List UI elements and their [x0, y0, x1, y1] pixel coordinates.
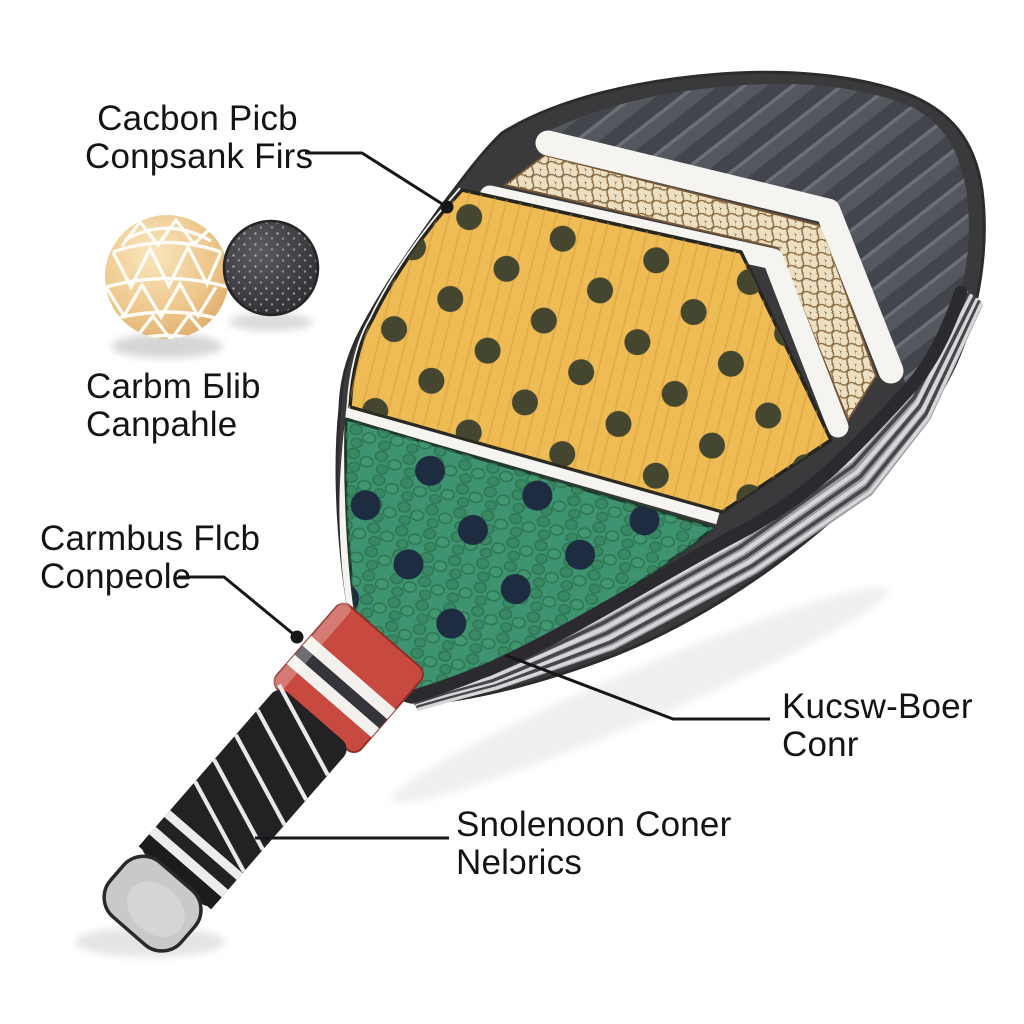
- white-band-outer: [535, 130, 904, 384]
- carbon-fiber-layer: [540, 83, 969, 391]
- label-collar-band-line2: Conpeole: [40, 557, 192, 596]
- grip-base: [142, 689, 347, 906]
- label-material-samples: Carbm Бlib Canpahle: [86, 368, 261, 444]
- dark-ball-speckles: [224, 221, 318, 315]
- grip-wrap-stripes: [193, 683, 330, 873]
- leader-right: [504, 653, 770, 721]
- leader-lower-left: [178, 575, 298, 639]
- leader-lines: [178, 151, 770, 840]
- label-edge-core: Kucsw-Boer Conr: [782, 688, 973, 764]
- dark-ball-rim: [222, 219, 320, 317]
- label-carbon-fiber-face: Cacbon Picb Conpsank Firs: [85, 99, 314, 176]
- face-bottom-outline: [349, 405, 723, 514]
- label-grip-line2: Nelɔrics: [456, 843, 583, 882]
- collar-highlight: [272, 602, 351, 690]
- paddle-shadow: [391, 586, 889, 804]
- grip: [138, 683, 347, 910]
- grip-ring-white-1: [164, 810, 243, 880]
- face-core-divider: [346, 405, 720, 525]
- paddle-head: [335, 70, 986, 711]
- dark-ball-shadow: [229, 313, 313, 331]
- label-material-samples-line2: Canpahle: [86, 405, 238, 444]
- paddle-handle: [102, 602, 424, 953]
- label-collar-band: Carmbus Flcb Conpeole: [40, 520, 260, 596]
- light-ball-shadow: [111, 334, 223, 358]
- leader-dot-lower-left: [290, 630, 304, 644]
- label-grip: Snolenoon Coner Nelɔrics: [456, 806, 731, 882]
- collar-stripe-white-2: [286, 654, 380, 738]
- collar-stripe-dark: [294, 645, 388, 729]
- leader-dot-top-left: [440, 200, 454, 214]
- label-carbon-fiber-face-line1: Cacbon Picb: [97, 99, 298, 138]
- butt-cap: [102, 854, 203, 953]
- leader-top-left: [305, 151, 448, 209]
- label-collar-band-line1: Carmbus Flcb: [40, 519, 261, 558]
- label-material-samples-line1: Carbm Бlib: [86, 367, 261, 406]
- polymer-core-layer: [344, 417, 716, 701]
- label-edge-core-line1: Kucsw-Boer: [782, 687, 973, 726]
- collar-stripe-white-1: [302, 635, 396, 720]
- material-ball-dark: [222, 219, 320, 317]
- material-ball-light: [105, 215, 229, 339]
- face-sheet-perforations: [350, 190, 831, 512]
- grip-ring-white-2: [149, 826, 229, 898]
- label-grip-line1: Snolenoon Coner: [456, 805, 732, 844]
- label-edge-core-line2: Conr: [782, 725, 859, 764]
- grip-ring-dark: [138, 834, 222, 910]
- label-carbon-fiber-face-line2: Conpsank Firs: [85, 137, 314, 176]
- polymer-core-perforations: [345, 419, 714, 699]
- honeycomb-mesh: [505, 155, 876, 420]
- face-sheet: [348, 188, 833, 514]
- butt-cap-highlight: [126, 881, 185, 937]
- face-edge-dark-band: [404, 285, 968, 704]
